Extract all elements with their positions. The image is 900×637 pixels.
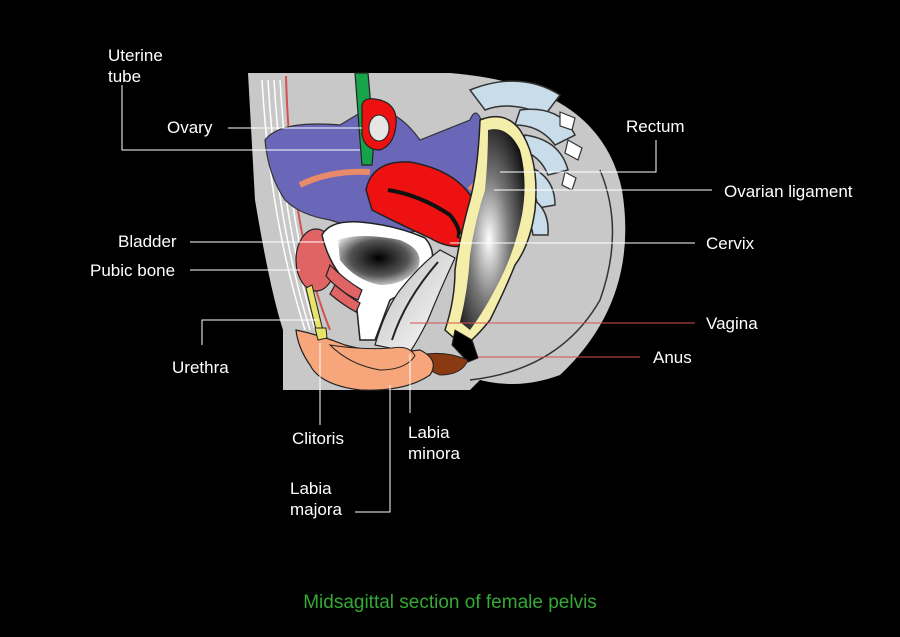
uterine-cavity — [387, 188, 461, 239]
anterior-fascia — [285, 75, 331, 331]
label-pubic-bone: Pubic bone — [90, 261, 176, 280]
rectum-lumen — [460, 129, 525, 330]
leader-lines — [121, 85, 712, 513]
leader-lines-red — [410, 322, 695, 358]
anal-canal — [451, 329, 479, 363]
label-clitoris: Clitoris — [292, 429, 344, 448]
label-ovary: Ovary — [167, 118, 213, 137]
label-ovarian-ligament: Ovarian ligament — [724, 182, 853, 201]
label-uterine-tube: Uterine tube — [108, 46, 163, 86]
label-labia-minora: Labia minora — [408, 423, 460, 463]
vagina-shape — [374, 249, 456, 353]
label-bladder: Bladder — [118, 232, 177, 251]
clitoris-shape — [314, 327, 328, 341]
diagram-caption: Midsagittal section of female pelvis — [303, 592, 597, 613]
pelvic-floor-muscle — [325, 263, 363, 313]
label-anus: Anus — [653, 348, 692, 367]
labia-minora-shape — [328, 344, 416, 371]
label-cervix: Cervix — [706, 234, 755, 253]
label-urethra: Urethra — [172, 358, 229, 377]
label-labia-majora: Labia majora — [290, 479, 342, 519]
pelvic-floor-outline — [469, 169, 614, 381]
label-vagina: Vagina — [706, 314, 758, 333]
label-rectum: Rectum — [626, 117, 685, 136]
